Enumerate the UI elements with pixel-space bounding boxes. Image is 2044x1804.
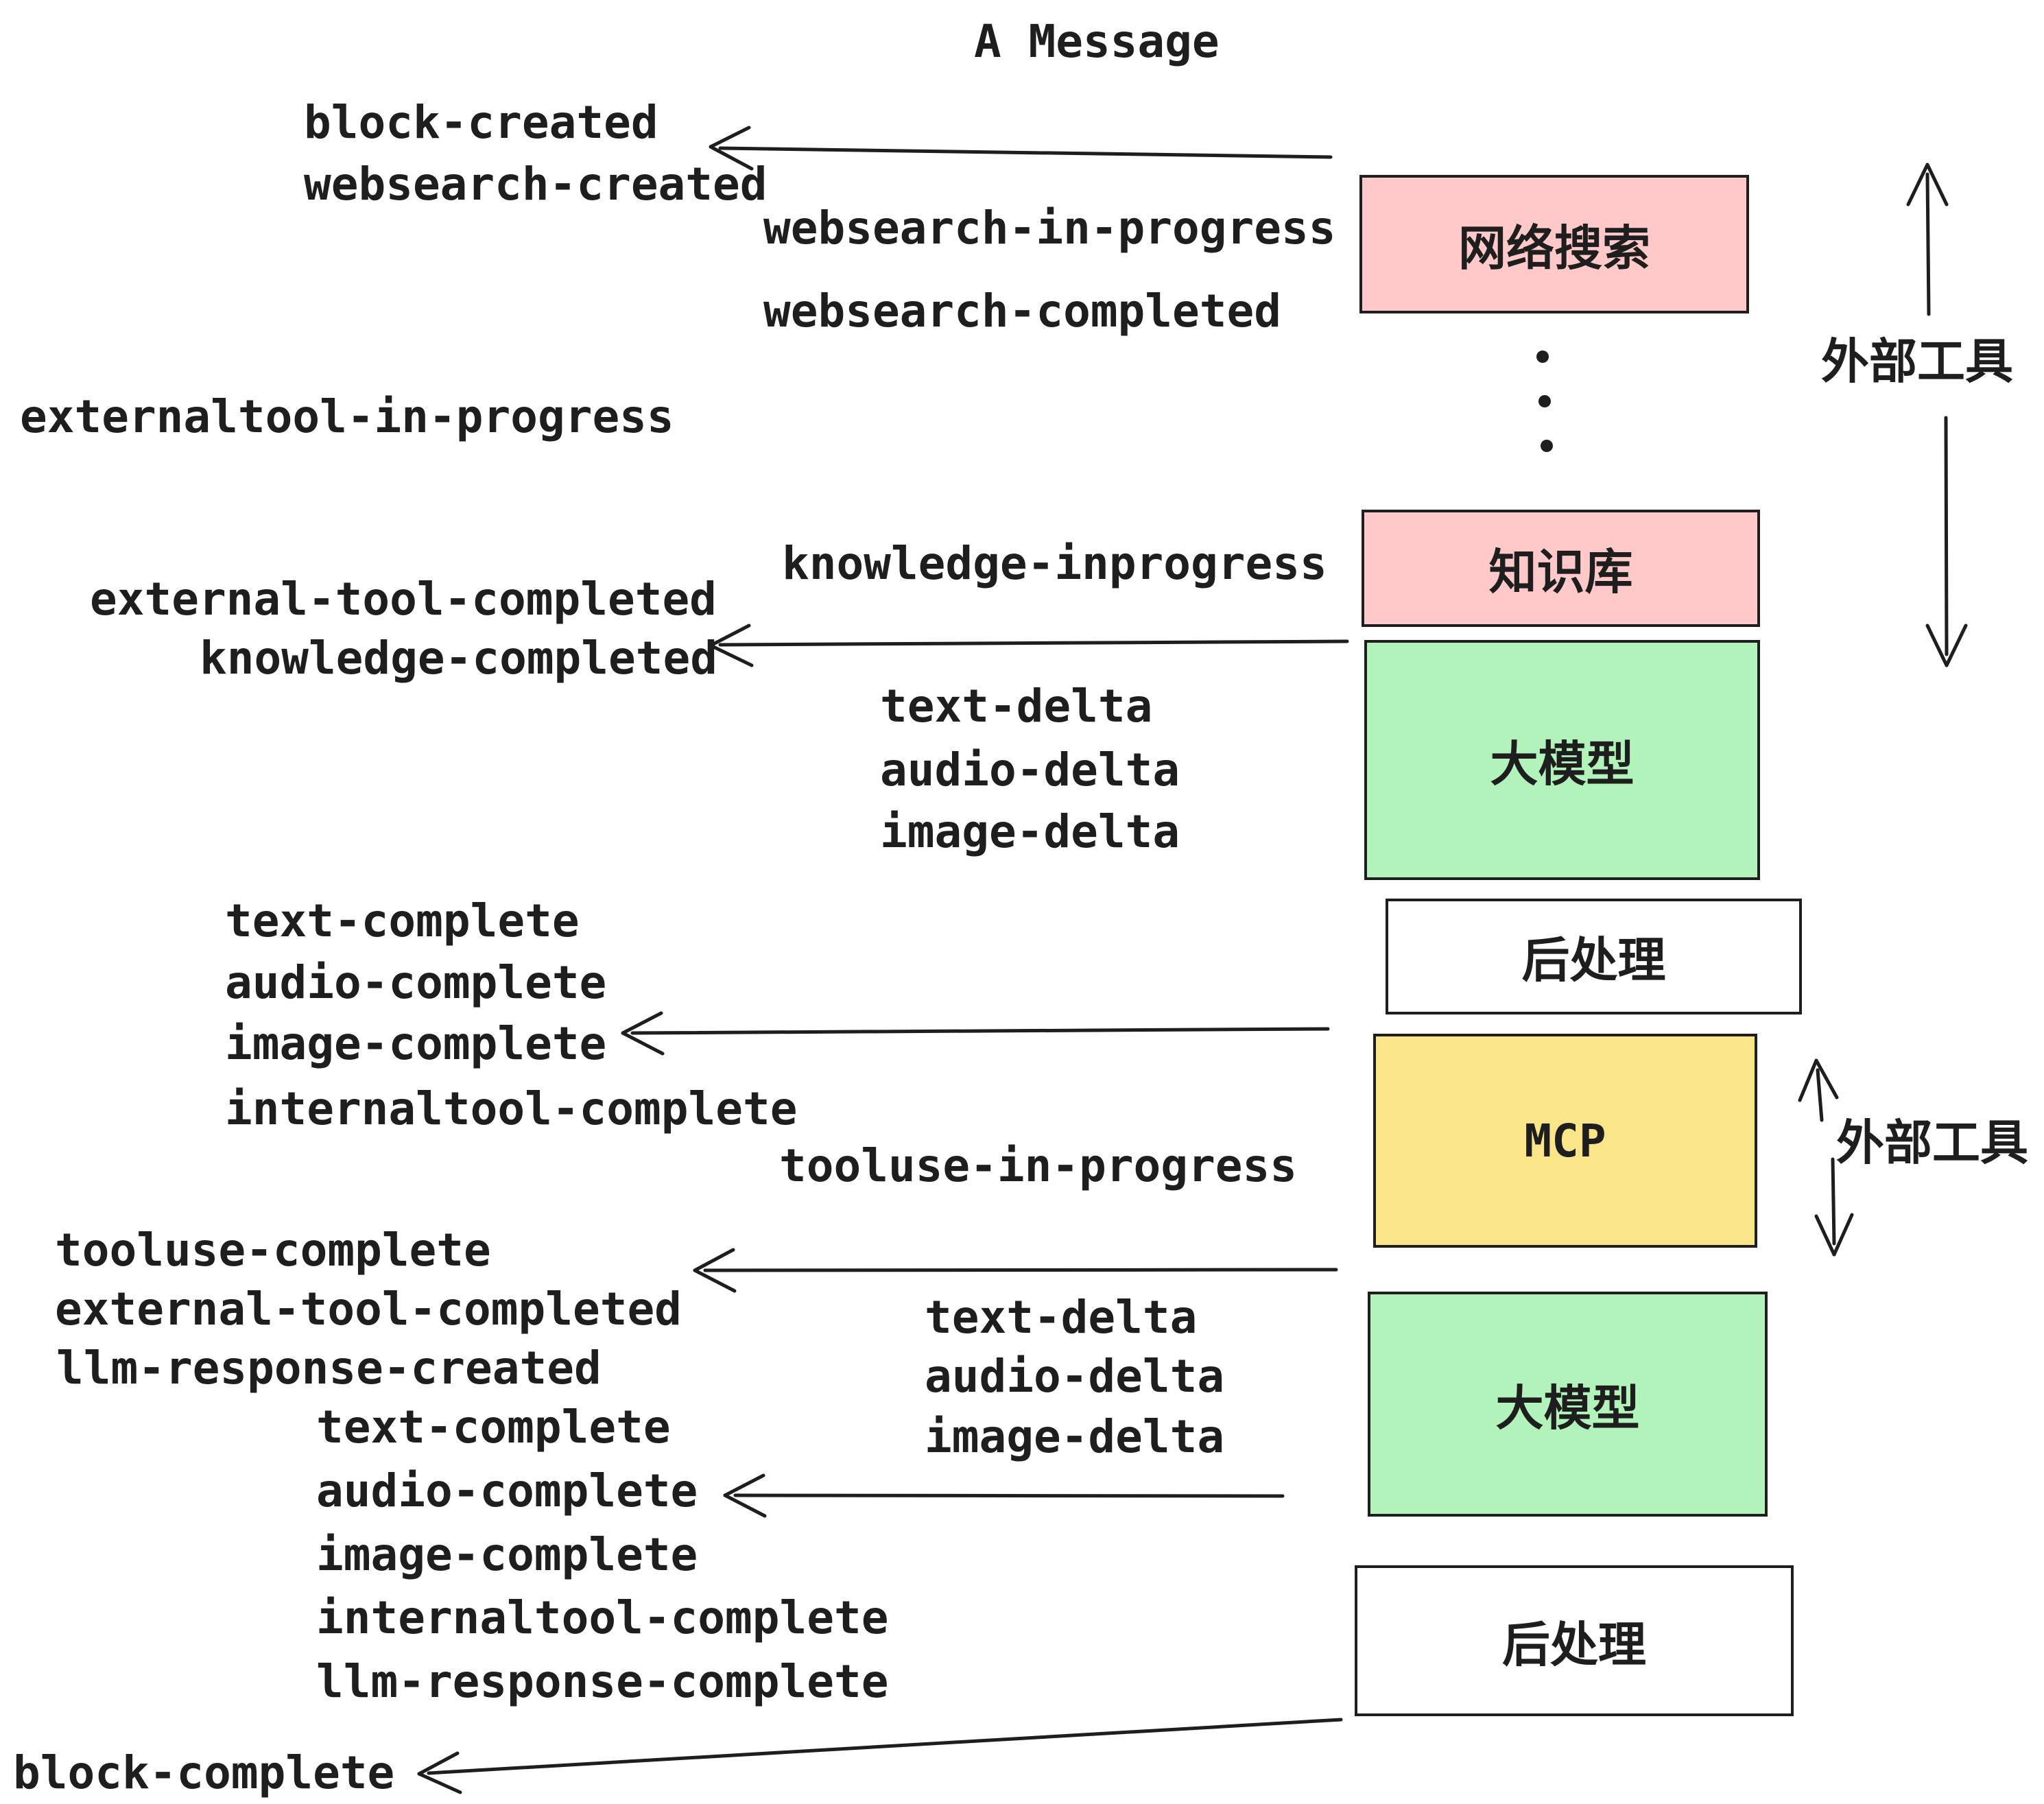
postprocess-box-2-label: 后处理: [1502, 1616, 1646, 1673]
event-knowledge-completed: knowledge-completed: [200, 632, 717, 685]
event-websearch-created: websearch-created: [304, 158, 768, 211]
event-text-complete-1: text-complete: [225, 894, 580, 947]
event-image-complete-1: image-complete: [225, 1017, 607, 1070]
websearch-box: 网络搜索: [1359, 175, 1749, 313]
external-tools-label-2: 外部工具: [1836, 1115, 2028, 1171]
arrow-to-block-complete: [417, 1718, 1343, 1794]
arrow-external-tools-down-1: [1925, 416, 1968, 667]
event-image-delta-1: image-delta: [880, 805, 1180, 858]
event-tooluse-in-progress: tooluse-in-progress: [779, 1139, 1297, 1192]
postprocess-box-1-label: 后处理: [1521, 932, 1666, 988]
knowledge-box: 知识库: [1362, 510, 1760, 627]
arrow-to-audio-complete: [723, 1473, 1285, 1518]
event-image-delta-2: image-delta: [925, 1410, 1225, 1463]
event-text-delta-1: text-delta: [880, 680, 1153, 733]
event-audio-complete-1: audio-complete: [225, 956, 607, 1009]
event-text-delta-2: text-delta: [925, 1291, 1198, 1344]
event-externaltool-in-progress: externaltool-in-progress: [20, 390, 674, 443]
event-websearch-completed: websearch-completed: [763, 285, 1281, 337]
mcp-box-label: MCP: [1524, 1114, 1606, 1167]
event-image-complete-2: image-complete: [316, 1528, 698, 1581]
websearch-box-label: 网络搜索: [1458, 219, 1650, 276]
arrow-to-image-complete: [621, 1011, 1330, 1056]
event-audio-complete-2: audio-complete: [316, 1464, 698, 1517]
llm-box-2: 大模型: [1368, 1292, 1768, 1517]
event-internaltool-complete-1: internaltool-complete: [225, 1082, 798, 1135]
event-tooluse-complete: tooluse-complete: [55, 1224, 491, 1277]
event-block-created: block-created: [304, 96, 658, 149]
event-audio-delta-2: audio-delta: [925, 1350, 1225, 1403]
event-websearch-in-progress: websearch-in-progress: [763, 202, 1336, 254]
arrow-external-tools-up-1: [1906, 163, 1949, 316]
page-title: A Message: [974, 15, 1220, 68]
llm-box-1-label: 大模型: [1490, 735, 1635, 792]
event-block-complete: block-complete: [13, 1746, 395, 1799]
external-tools-label-1: 外部工具: [1821, 333, 2013, 390]
llm-box-1: 大模型: [1364, 640, 1760, 880]
event-external-tool-completed-1: external-tool-completed: [90, 573, 717, 626]
llm-box-2-label: 大模型: [1495, 1379, 1640, 1436]
postprocess-box-2: 后处理: [1355, 1565, 1794, 1716]
event-audio-delta-1: audio-delta: [880, 744, 1180, 796]
arrow-to-websearch-created: [709, 126, 1333, 171]
postprocess-box-1: 后处理: [1386, 899, 1802, 1014]
event-llm-response-created: llm-response-created: [56, 1342, 602, 1394]
knowledge-box-label: 知识库: [1488, 544, 1633, 600]
event-internaltool-complete-2: internaltool-complete: [316, 1591, 889, 1644]
arrow-to-knowledge-completed: [709, 624, 1349, 667]
arrow-external-tools-up-2: [1798, 1058, 1839, 1122]
event-external-tool-completed-2: external-tool-completed: [55, 1283, 682, 1336]
event-llm-response-complete: llm-response-complete: [316, 1655, 889, 1708]
ellipsis-dots-icon: [1536, 351, 1553, 452]
event-knowledge-inprogress: knowledge-inprogress: [782, 537, 1327, 590]
event-text-complete-2: text-complete: [316, 1401, 671, 1453]
arrow-to-tooluse-complete: [693, 1248, 1338, 1293]
mcp-box: MCP: [1373, 1034, 1757, 1248]
arrow-external-tools-down-2: [1814, 1157, 1854, 1257]
